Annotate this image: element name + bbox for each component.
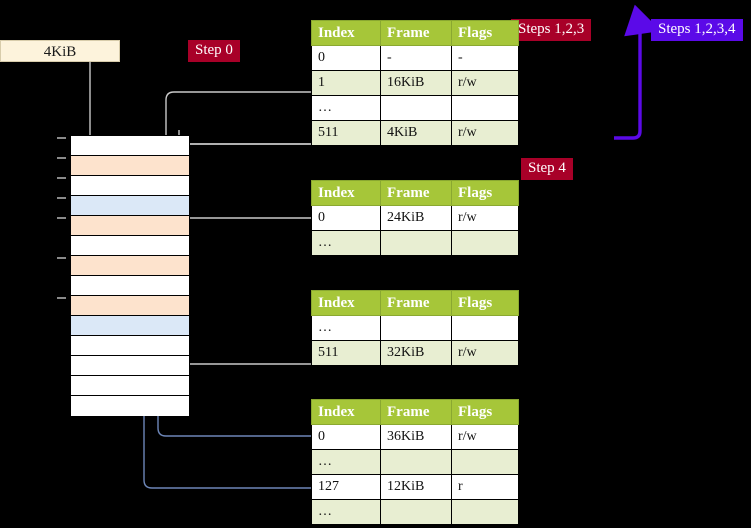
table-cell: …	[311, 315, 381, 341]
table-row: …	[311, 95, 519, 121]
column-header-index: Index	[311, 20, 381, 46]
page-size-label: 4KiB	[43, 44, 77, 60]
memory-frame-row	[71, 296, 189, 316]
memory-frame-row	[71, 236, 189, 256]
wire-table1-bottom-to-memory	[175, 130, 311, 157]
table-cell: …	[311, 449, 381, 475]
table-row: 0--	[311, 45, 519, 71]
memory-frame-row	[71, 396, 189, 416]
table-cell	[451, 315, 519, 341]
table-cell: …	[311, 230, 381, 256]
table-cell: 24KiB	[380, 205, 452, 231]
table-cell: 0	[311, 45, 381, 71]
column-header-frame: Frame	[380, 20, 452, 46]
column-header-frame: Frame	[380, 399, 452, 425]
badge-step-4: Step 4	[521, 158, 573, 180]
table-cell: 16KiB	[380, 70, 452, 96]
badge-step-0: Step 0	[188, 40, 240, 62]
memory-frame-row	[71, 156, 189, 176]
memory-frame-row	[71, 176, 189, 196]
memory-frame-row	[71, 376, 189, 396]
table-cell: 36KiB	[380, 424, 452, 450]
table-cell	[451, 95, 519, 121]
table-row: …	[311, 449, 519, 475]
column-header-index: Index	[311, 180, 381, 206]
page-size-box: 4KiB	[0, 40, 120, 62]
table-cell: -	[451, 45, 519, 71]
table-cell: r/w	[451, 424, 519, 450]
badge-steps-1234: Steps 1,2,3,4	[651, 19, 743, 41]
table-cell: 511	[311, 120, 381, 146]
table-cell	[451, 449, 519, 475]
memory-tick	[57, 177, 66, 179]
table-cell: 511	[311, 340, 381, 366]
column-header-flags: Flags	[451, 20, 519, 46]
column-header-flags: Flags	[451, 290, 519, 316]
table-cell: -	[380, 45, 452, 71]
memory-frame-row	[71, 316, 189, 336]
memory-tick	[57, 257, 66, 259]
column-header-frame: Frame	[380, 290, 452, 316]
column-header-index: Index	[311, 399, 381, 425]
table-cell: …	[311, 95, 381, 121]
memory-frame-row	[71, 356, 189, 376]
table-cell: 0	[311, 424, 381, 450]
table-row: …	[311, 315, 519, 341]
memory-frame-row	[71, 276, 189, 296]
table-row: …	[311, 499, 519, 525]
wire-table2-to-memory	[177, 217, 311, 256]
column-header-frame: Frame	[380, 180, 452, 206]
table-cell: 0	[311, 205, 381, 231]
table-cell: r/w	[451, 70, 519, 96]
memory-frame-row	[71, 216, 189, 236]
table-cell	[380, 95, 452, 121]
memory-frame-row	[71, 136, 189, 156]
badge-steps-123: Steps 1,2,3	[511, 19, 592, 41]
memory-frame-row	[71, 336, 189, 356]
table-cell: 4KiB	[380, 120, 452, 146]
physical-memory-grid	[70, 135, 190, 416]
table-cell	[380, 449, 452, 475]
table-cell	[380, 315, 452, 341]
memory-frame-row	[71, 256, 189, 276]
table-cell	[380, 230, 452, 256]
table-cell: 32KiB	[380, 340, 452, 366]
table-cell	[451, 230, 519, 256]
table-cell: r/w	[451, 340, 519, 366]
memory-tick	[57, 137, 66, 139]
memory-tick	[57, 297, 66, 299]
column-header-index: Index	[311, 290, 381, 316]
column-header-flags: Flags	[451, 180, 519, 206]
table-cell: r/w	[451, 205, 519, 231]
table-cell: 127	[311, 474, 381, 500]
table-cell: 1	[311, 70, 381, 96]
memory-tick	[57, 197, 66, 199]
table-cell: r/w	[451, 120, 519, 146]
table-cell	[380, 499, 452, 525]
table-cell: 12KiB	[380, 474, 452, 500]
table-row: …	[311, 230, 519, 256]
table-cell: …	[311, 499, 381, 525]
table-cell	[451, 499, 519, 525]
wire-steps-loop	[614, 4, 662, 140]
table-cell: r	[451, 474, 519, 500]
column-header-flags: Flags	[451, 399, 519, 425]
memory-tick	[57, 157, 66, 159]
memory-frame-row	[71, 196, 189, 216]
wire-table3-to-memory	[177, 306, 311, 365]
memory-tick	[57, 217, 66, 219]
